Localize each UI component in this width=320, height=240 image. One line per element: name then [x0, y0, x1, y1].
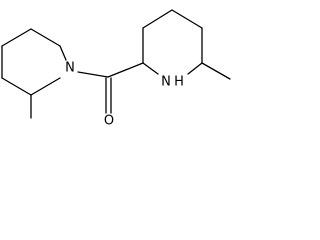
atom-label-n-right: N: [161, 75, 171, 90]
atom-label-o: O: [104, 114, 114, 129]
bond-l5: [1, 77, 32, 96]
bond-r6: [142, 62, 159, 75]
bond-r5: [187, 62, 203, 75]
bond-l4: [59, 45, 67, 61]
methyl-right-bond: [201, 62, 231, 80]
atom-label-h-right: H: [174, 75, 184, 90]
bond-r2: [142, 9, 173, 29]
bond-l6: [30, 77, 61, 96]
chemical-structure-diagram: N N H O: [1, 9, 231, 129]
bond-l3: [30, 28, 61, 47]
n-carbonyl-bond: [77, 71, 109, 78]
left-piperidine-ring: [1, 28, 67, 96]
carbonyl-ring-bond: [107, 62, 144, 78]
right-piperidine-ring: [142, 9, 203, 75]
atom-label-n-left: N: [65, 61, 75, 76]
bond-r3: [171, 9, 203, 29]
carbonyl-double-bond: [105, 77, 112, 114]
bond-l2: [1, 28, 32, 47]
